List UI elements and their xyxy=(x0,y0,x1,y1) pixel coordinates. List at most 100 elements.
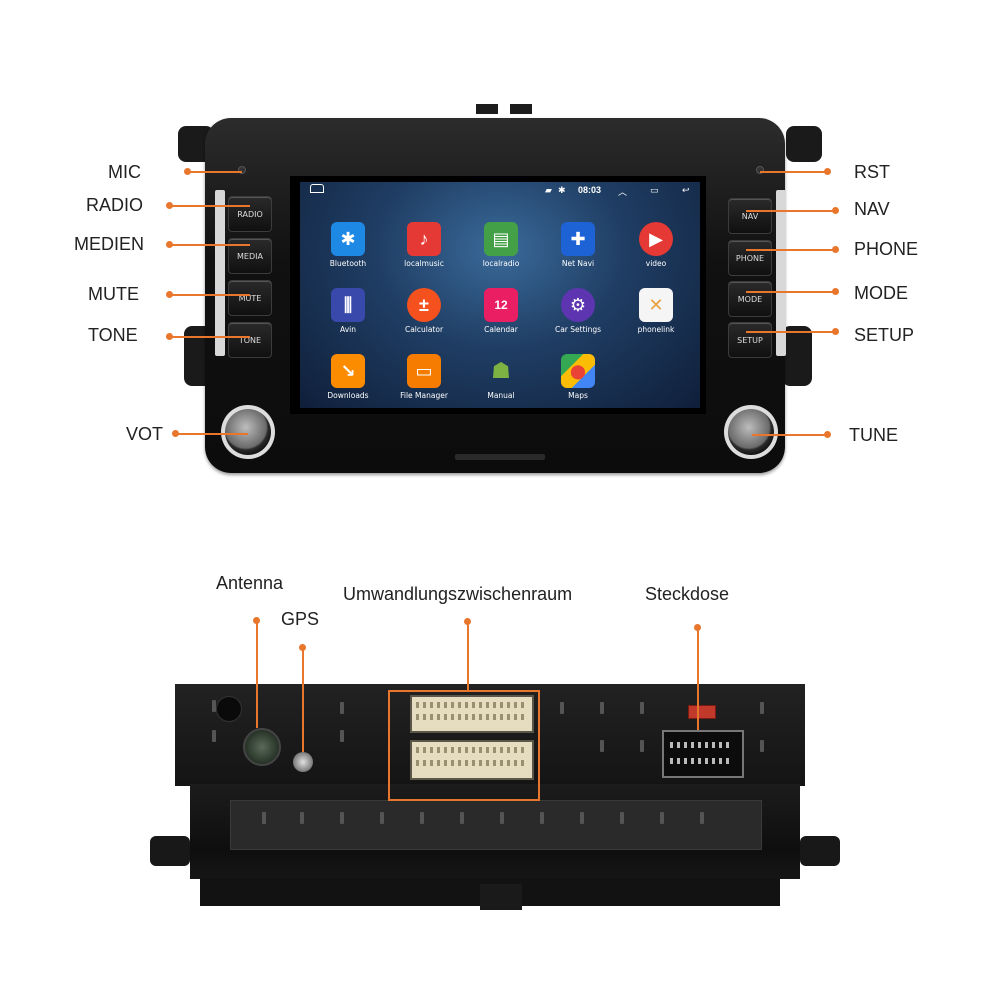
label-socket: Steckdose xyxy=(645,584,730,604)
home-icon[interactable] xyxy=(310,184,324,193)
vent-slot xyxy=(212,700,216,712)
leader-line xyxy=(752,434,826,436)
app-label: localmusic xyxy=(404,259,444,268)
status-bar: ▰ ✱ 08:03 ︿ ▭ ↩ xyxy=(300,182,700,198)
fuse xyxy=(688,705,716,719)
app-avin[interactable]: ⫼ Avin xyxy=(318,288,378,334)
vent-slot xyxy=(500,812,504,824)
app-localmusic[interactable]: ♪ localmusic xyxy=(394,222,454,268)
app-label: Car Settings xyxy=(554,325,602,334)
vent-slot xyxy=(760,740,764,752)
app-label: Calendar xyxy=(484,325,518,334)
reset-hole[interactable] xyxy=(756,166,764,174)
label-mute: MUTE xyxy=(88,284,139,304)
vent-slot xyxy=(560,702,564,714)
bluetooth-status-icon: ✱ xyxy=(558,185,566,195)
gps-port xyxy=(293,752,313,772)
label-tone: TONE xyxy=(88,325,138,345)
power-socket xyxy=(662,730,744,778)
app-bluetooth[interactable]: ✱ Bluetooth xyxy=(318,222,378,268)
phone-button[interactable]: PHONE xyxy=(728,240,772,276)
app-label: localradio xyxy=(482,259,520,268)
app-label: Avin xyxy=(340,325,356,334)
leader-line xyxy=(188,171,242,173)
app-localradio[interactable]: ▤ localradio xyxy=(471,222,531,268)
back-icon[interactable]: ↩ xyxy=(682,185,690,195)
vent-slot xyxy=(540,812,544,824)
vent-slot xyxy=(600,702,604,714)
mute-button[interactable]: MUTE xyxy=(228,280,272,316)
app-video[interactable]: ▶ video xyxy=(626,222,686,268)
callout-dot xyxy=(166,202,173,209)
bracket-ear xyxy=(782,326,812,386)
vent-slot xyxy=(640,702,644,714)
mode-button[interactable]: MODE xyxy=(728,281,772,317)
callout-dot xyxy=(832,207,839,214)
leader-line xyxy=(746,291,834,293)
antenna-port xyxy=(243,728,281,766)
radio-button[interactable]: RADIO xyxy=(228,196,272,232)
label-mode: MODE xyxy=(854,283,908,303)
vent-slot xyxy=(380,812,384,824)
leader-line xyxy=(256,620,258,728)
label-gps: GPS xyxy=(281,609,320,629)
leader-line xyxy=(302,647,304,752)
label-conversion-space: Umwandlungszwischenraum xyxy=(343,584,573,604)
android-icon: ☗ xyxy=(491,358,511,383)
vent-slot xyxy=(340,702,344,714)
calculator-icon: ± xyxy=(407,288,441,322)
radio-icon: ▤ xyxy=(484,222,518,256)
equalizer-icon: ⫼ xyxy=(331,288,365,322)
app-calculator[interactable]: ± Calculator xyxy=(394,288,454,334)
socket-pins xyxy=(670,758,732,764)
callout-dot xyxy=(832,328,839,335)
label-rst: RST xyxy=(854,162,890,182)
vent-slot xyxy=(420,812,424,824)
app-file-manager[interactable]: ▭ File Manager xyxy=(394,354,454,400)
chevron-up-icon[interactable]: ︿ xyxy=(618,187,628,197)
music-icon: ♪ xyxy=(407,222,441,256)
setup-button[interactable]: SETUP xyxy=(728,322,772,358)
label-nav: NAV xyxy=(854,199,890,219)
bottom-tab xyxy=(480,884,522,910)
recent-apps-icon[interactable]: ▭ xyxy=(650,185,659,195)
app-maps[interactable]: ⬤ Maps xyxy=(548,354,608,400)
folder-icon: ▭ xyxy=(407,354,441,388)
nav-button[interactable]: NAV xyxy=(728,198,772,234)
leader-line xyxy=(170,336,250,338)
vent-slot xyxy=(760,702,764,714)
tone-button[interactable]: TONE xyxy=(228,322,272,358)
leader-line xyxy=(746,249,834,251)
leader-line xyxy=(170,244,250,246)
connector-pins xyxy=(416,714,524,720)
callout-dot xyxy=(166,241,173,248)
vent-slot xyxy=(600,740,604,752)
map-pin-icon: ⬤ xyxy=(561,354,595,388)
app-phonelink[interactable]: ✕ phonelink xyxy=(626,288,686,334)
vent-slot xyxy=(340,812,344,824)
volume-knob[interactable] xyxy=(225,409,271,455)
app-label: Maps xyxy=(568,391,588,400)
callout-dot xyxy=(184,168,191,175)
label-mic: MIC xyxy=(108,162,141,182)
vent-slot xyxy=(300,812,304,824)
app-net-navi[interactable]: ✚ Net Navi xyxy=(548,222,608,268)
label-tune: TUNE xyxy=(849,425,898,445)
vent-slot xyxy=(700,812,704,824)
callout-dot xyxy=(824,431,831,438)
app-car-settings[interactable]: ⚙ Car Settings xyxy=(548,288,608,334)
bracket-ear xyxy=(150,836,190,866)
app-downloads[interactable]: ↘ Downloads xyxy=(318,354,378,400)
tune-knob[interactable] xyxy=(728,409,774,455)
callout-dot xyxy=(824,168,831,175)
app-calendar[interactable]: 12 Calendar xyxy=(471,288,531,334)
app-label: video xyxy=(645,259,667,268)
leader-line xyxy=(467,621,469,691)
leader-line xyxy=(746,210,834,212)
mic-hole xyxy=(238,166,246,174)
label-antenna: Antenna xyxy=(216,573,284,593)
app-manual[interactable]: ☗ Manual xyxy=(471,354,531,400)
label-vot: VOT xyxy=(126,424,164,444)
compass-icon: ✚ xyxy=(561,222,595,256)
callout-dot xyxy=(166,333,173,340)
